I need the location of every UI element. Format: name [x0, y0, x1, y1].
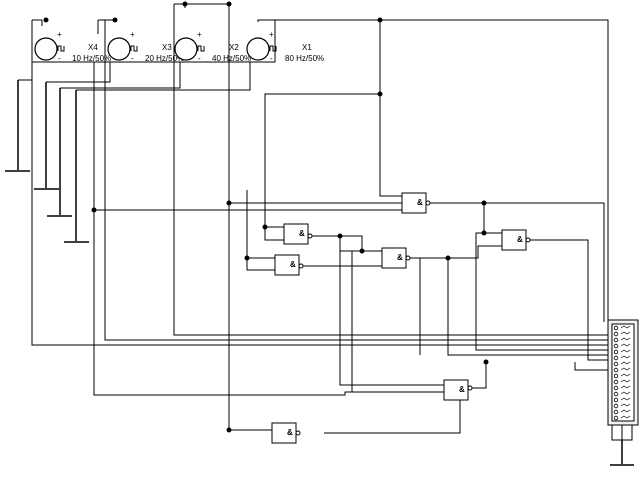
- gate-glyph: &: [459, 385, 465, 394]
- generator-name: X4: [88, 43, 98, 52]
- source-symbol-icon: [246, 37, 270, 61]
- gate-glyph: &: [299, 229, 305, 238]
- ground-icon-1: [5, 80, 30, 172]
- square-wave-icon: [269, 45, 277, 52]
- and-gate-6[interactable]: &: [443, 379, 473, 401]
- pin-minus: -: [270, 54, 273, 63]
- square-wave-icon: [130, 45, 138, 52]
- connector-pin: [613, 373, 619, 379]
- connector-pin: [613, 385, 619, 391]
- generator-name: X1: [302, 43, 312, 52]
- connector-pin: [613, 343, 619, 349]
- generator-setting: 20 Hz/50%: [145, 54, 184, 63]
- pin-minus: -: [198, 54, 201, 63]
- pin-signal-mark: [620, 349, 631, 353]
- connector-pin: [613, 397, 619, 403]
- generator-x4[interactable]: + - X4 10 Hz/50%: [34, 30, 111, 63]
- pin-signal-mark: [620, 355, 631, 359]
- pin-signal-mark: [620, 337, 631, 341]
- and-gate-1[interactable]: &: [401, 192, 431, 214]
- pin-signal-mark: [620, 385, 631, 389]
- pin-signal-mark: [620, 403, 631, 407]
- connector-pin: [613, 409, 619, 415]
- gate-glyph: &: [290, 260, 296, 269]
- pin-signal-mark: [620, 325, 631, 329]
- source-symbol-icon: [107, 37, 131, 61]
- pin-signal-mark: [620, 415, 631, 419]
- connector-pin: [613, 331, 619, 337]
- ground-icon-4: [64, 90, 89, 243]
- connector-pin: [613, 355, 619, 361]
- and-gate-3[interactable]: &: [274, 254, 304, 276]
- generator-x2[interactable]: + - X2 40 Hz/50%: [174, 30, 251, 63]
- connector-pins: [613, 325, 631, 421]
- gate-glyph: &: [517, 235, 523, 244]
- gate-glyph: &: [397, 253, 403, 262]
- pin-signal-mark: [620, 397, 631, 401]
- pin-signal-mark: [620, 409, 631, 413]
- pin-minus: -: [58, 54, 61, 63]
- gate-glyph: &: [417, 198, 423, 207]
- pin-plus: +: [57, 30, 62, 39]
- pin-signal-mark: [620, 367, 631, 371]
- connector-pin: [613, 361, 619, 367]
- pin-signal-mark: [620, 343, 631, 347]
- and-gate-7[interactable]: &: [271, 422, 301, 444]
- pin-signal-mark: [620, 373, 631, 377]
- generator-setting: 10 Hz/50%: [72, 54, 111, 63]
- ground-icon-3: [47, 88, 72, 217]
- ground-icon-5: [610, 440, 634, 466]
- pin-signal-mark: [620, 379, 631, 383]
- connector-pin: [613, 367, 619, 373]
- generator-setting: 80 Hz/50%: [285, 54, 324, 63]
- source-symbol-icon: [34, 37, 58, 61]
- square-wave-icon: [197, 45, 205, 52]
- connector-pin: [613, 337, 619, 343]
- pin-minus: -: [131, 54, 134, 63]
- ground-icon-2: [34, 82, 59, 190]
- and-gate-5[interactable]: &: [501, 229, 531, 251]
- connector-pin: [613, 391, 619, 397]
- pin-plus: +: [130, 30, 135, 39]
- connector-pin: [613, 403, 619, 409]
- connector-pin: [613, 415, 619, 421]
- junctions: [43, 1, 489, 433]
- generator-name: X2: [229, 43, 239, 52]
- square-wave-icon: [57, 45, 65, 52]
- pin-signal-mark: [620, 391, 631, 395]
- pin-plus: +: [197, 30, 202, 39]
- gate-glyph: &: [287, 428, 293, 437]
- source-symbol-icon: [174, 37, 198, 61]
- wires: [18, 3, 633, 441]
- and-gate-2[interactable]: &: [283, 223, 313, 245]
- pin-plus: +: [269, 30, 274, 39]
- generator-setting: 40 Hz/50%: [212, 54, 251, 63]
- connector-pin: [613, 349, 619, 355]
- connector-pin: [613, 379, 619, 385]
- connector-pin: [613, 325, 619, 331]
- and-gate-4[interactable]: &: [381, 247, 411, 269]
- logic-analyzer-connector[interactable]: [607, 319, 639, 426]
- pin-signal-mark: [620, 331, 631, 335]
- pin-signal-mark: [620, 361, 631, 365]
- generator-x1[interactable]: + - X1 80 Hz/50%: [246, 30, 324, 63]
- generator-name: X3: [162, 43, 172, 52]
- generator-x3[interactable]: + - X3 20 Hz/50%: [107, 30, 184, 63]
